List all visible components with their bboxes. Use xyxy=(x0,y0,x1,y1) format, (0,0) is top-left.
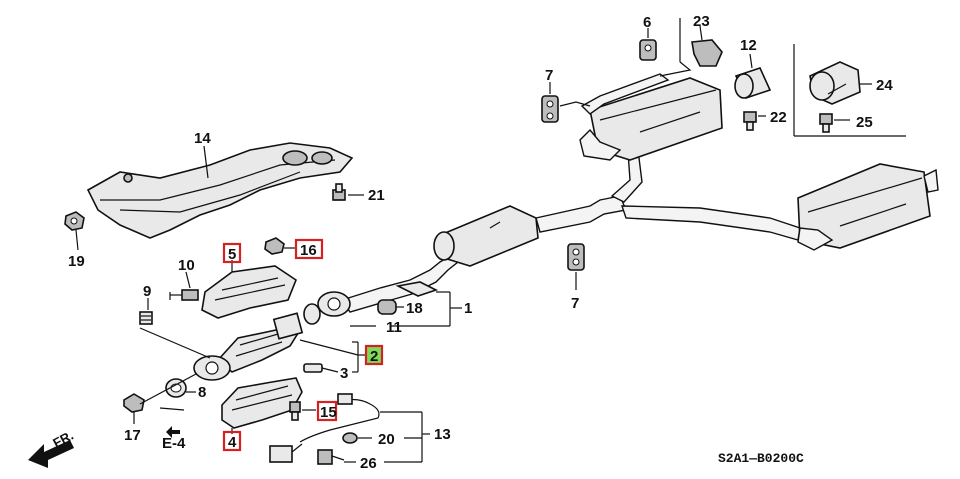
callout-15-highlight xyxy=(316,400,338,422)
bolt-10[interactable] xyxy=(169,289,199,301)
callout-12[interactable]: 12 xyxy=(740,37,757,54)
mount-rubber-18[interactable] xyxy=(377,299,397,315)
callout-8[interactable]: 8 xyxy=(198,384,206,401)
callout-13[interactable]: 13 xyxy=(434,426,451,443)
hanger-6[interactable] xyxy=(639,39,657,61)
nut-19[interactable] xyxy=(64,211,85,231)
callout-18[interactable]: 18 xyxy=(406,300,423,317)
front-arrow: FR. xyxy=(28,428,76,468)
lower-muffler[interactable] xyxy=(797,163,939,251)
bracket-23[interactable] xyxy=(659,18,723,77)
bolt-21[interactable] xyxy=(332,183,346,201)
callout-2-highlight xyxy=(364,344,384,366)
callout-16[interactable]: 16 xyxy=(300,242,317,259)
nut-16[interactable] xyxy=(264,237,285,255)
nut-17[interactable] xyxy=(123,393,145,413)
callout-3[interactable]: 3 xyxy=(340,365,348,382)
callout-11[interactable]: 11 xyxy=(386,319,402,336)
callout-20[interactable]: 20 xyxy=(378,431,395,448)
diagram-code: S2A1—B0200C xyxy=(718,451,804,466)
callout-23[interactable]: 23 xyxy=(693,13,710,30)
tail-pipe-12[interactable] xyxy=(734,67,772,99)
bolt-22[interactable] xyxy=(743,111,757,131)
clip-20[interactable] xyxy=(342,432,358,444)
callout-25[interactable]: 25 xyxy=(856,114,873,131)
callout-5[interactable]: 5 xyxy=(228,246,236,263)
callout-16-highlight xyxy=(294,238,324,260)
callout-15[interactable]: 15 xyxy=(320,404,337,421)
heat-shield-5[interactable] xyxy=(201,265,297,319)
middle-pipe[interactable] xyxy=(535,149,801,241)
callout-19[interactable]: 19 xyxy=(68,253,85,270)
heat-shield-4[interactable] xyxy=(221,377,303,429)
bolt-25[interactable] xyxy=(819,113,833,133)
hanger-7-lower[interactable] xyxy=(567,243,585,271)
callout-1[interactable]: 1 xyxy=(464,300,472,317)
ref-label: E-4 xyxy=(162,435,186,452)
resonator-hanger[interactable] xyxy=(395,281,439,297)
ref-e4: E-4 xyxy=(162,426,186,452)
bracket-26[interactable] xyxy=(317,449,345,465)
stud-9[interactable] xyxy=(139,311,153,325)
exhaust-finisher-24[interactable] xyxy=(809,61,861,105)
callout-4[interactable]: 4 xyxy=(228,434,237,451)
callout-26[interactable]: 26 xyxy=(360,455,377,472)
callout-9[interactable]: 9 xyxy=(143,283,151,300)
bolt-3[interactable] xyxy=(303,363,323,373)
callout-7-lower[interactable]: 7 xyxy=(571,295,579,312)
callout-4-highlight xyxy=(222,430,242,452)
callout-21[interactable]: 21 xyxy=(368,187,385,204)
callout-2[interactable]: 2 xyxy=(370,348,378,365)
callout-6[interactable]: 6 xyxy=(643,14,651,31)
oxygen-sensor-13[interactable] xyxy=(269,393,380,463)
callout-10[interactable]: 10 xyxy=(178,257,195,274)
catalytic-converter-2[interactable] xyxy=(193,312,304,381)
upper-muffler[interactable] xyxy=(579,73,723,161)
heat-shield-14[interactable] xyxy=(86,142,354,239)
callout-17[interactable]: 17 xyxy=(124,427,141,444)
callout-14[interactable]: 14 xyxy=(194,130,211,147)
callout-7-upper[interactable]: 7 xyxy=(545,67,553,84)
callout-24[interactable]: 24 xyxy=(876,77,893,94)
center-resonator[interactable] xyxy=(433,205,539,267)
bolt-15[interactable] xyxy=(289,401,301,421)
callout-22[interactable]: 22 xyxy=(770,109,787,126)
hanger-7-upper[interactable] xyxy=(541,95,591,123)
callout-5-highlight xyxy=(222,242,242,264)
